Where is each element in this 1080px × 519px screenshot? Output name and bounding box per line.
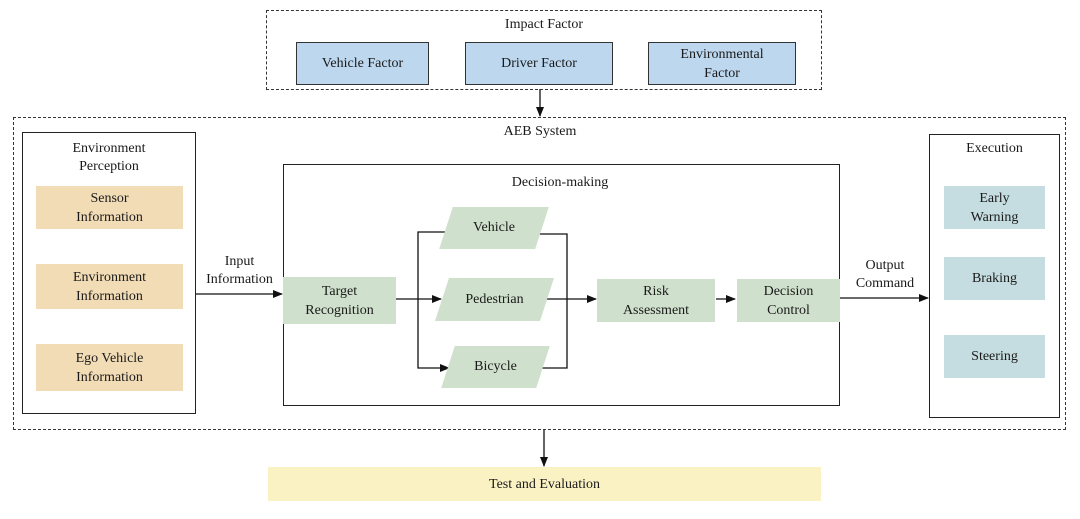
risk-assessment-box: Risk Assessment <box>597 279 715 322</box>
environment-perception-title: Environment Perception <box>72 141 146 174</box>
vehicle-target-label: Vehicle <box>473 220 515 235</box>
braking-box: Braking <box>944 257 1045 300</box>
target-recognition-box: Target Recognition <box>283 277 396 324</box>
driver-factor-box: Driver Factor <box>465 42 613 85</box>
aeb-system-group <box>13 117 1066 430</box>
merge-from-bicycle <box>538 299 568 369</box>
impact-factor-title: Impact Factor <box>504 17 584 32</box>
impact-factor-group <box>266 10 822 90</box>
environment-information-box: Environment Information <box>36 264 183 309</box>
output-command-label: Output Command <box>855 258 915 291</box>
early-warning-box: Early Warning <box>944 186 1045 229</box>
pedestrian-target-box: Pedestrian <box>435 278 554 321</box>
branch-to-vehicle <box>417 231 448 299</box>
bicycle-target-box: Bicycle <box>441 346 550 388</box>
aeb-system-title: AEB System <box>503 124 577 139</box>
ego-vehicle-information-box: Ego Vehicle Information <box>36 344 183 391</box>
input-information-label: Input Information <box>206 254 273 287</box>
execution-panel <box>929 134 1060 418</box>
sensor-information-box: Sensor Information <box>36 186 183 229</box>
merge-from-vehicle <box>538 233 568 299</box>
arrow-branch-to-bicycle <box>417 299 450 372</box>
environmental-factor-box: Environmental Factor <box>648 42 796 85</box>
bicycle-target-label: Bicycle <box>474 359 517 374</box>
environment-perception-panel <box>22 132 196 414</box>
decision-making-title: Decision-making <box>511 175 609 190</box>
vehicle-target-box: Vehicle <box>439 207 549 249</box>
vehicle-factor-box: Vehicle Factor <box>296 42 429 85</box>
steering-box: Steering <box>944 335 1045 378</box>
test-and-evaluation-box: Test and Evaluation <box>268 467 821 501</box>
execution-title: Execution <box>966 141 1023 156</box>
pedestrian-target-label: Pedestrian <box>465 291 524 307</box>
decision-control-box: Decision Control <box>737 279 840 322</box>
